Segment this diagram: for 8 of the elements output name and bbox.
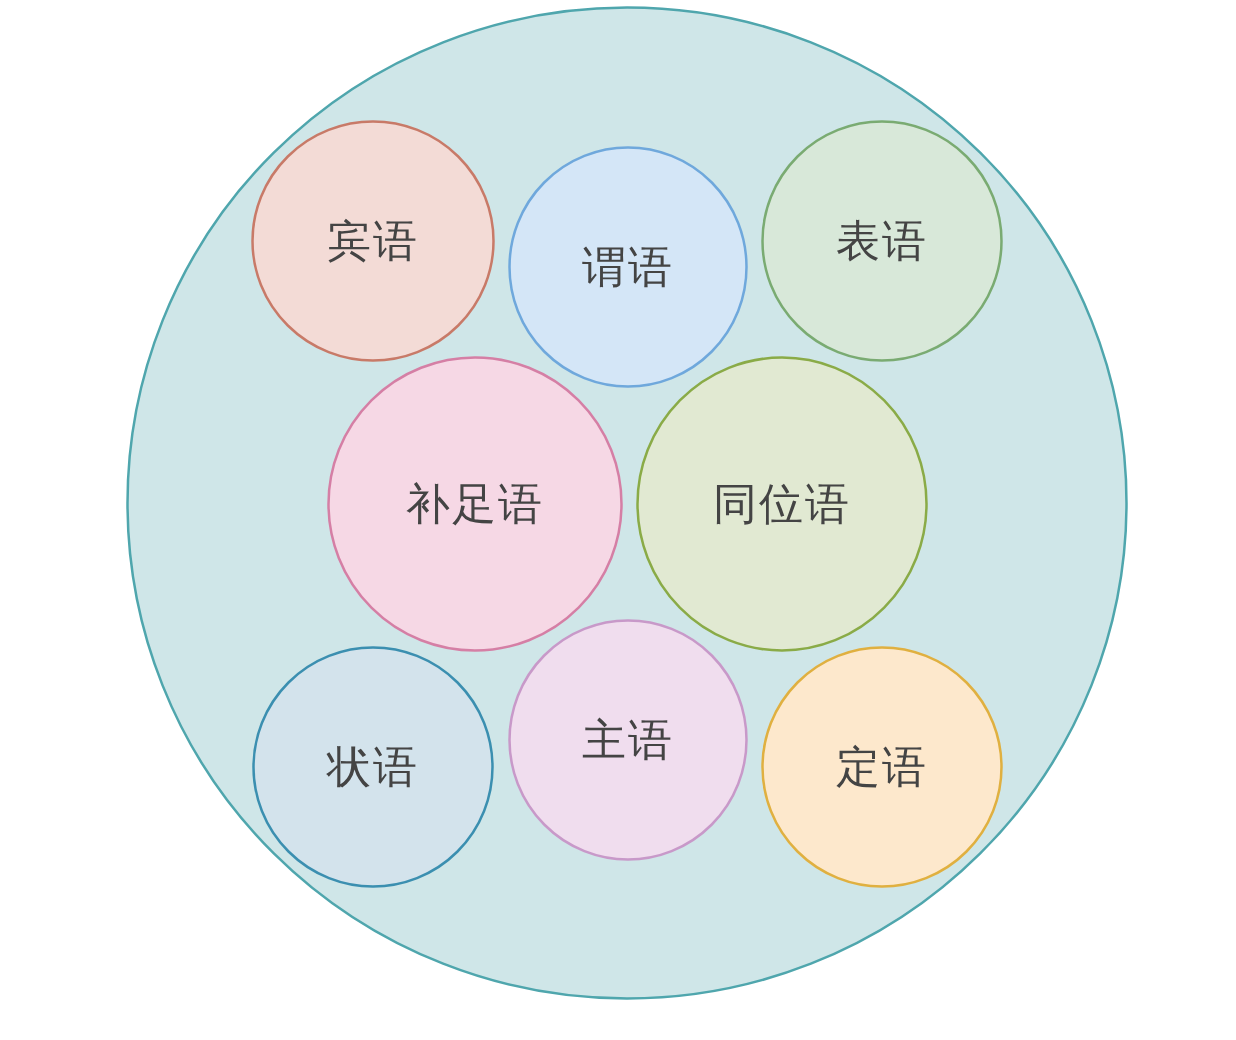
circle-label: 谓语 xyxy=(582,239,674,294)
circle-label: 表语 xyxy=(836,213,928,268)
circle-label: 宾语 xyxy=(327,213,419,268)
circle-label: 同位语 xyxy=(713,476,851,531)
circle-label: 状语 xyxy=(327,739,419,794)
circle-label: 主语 xyxy=(582,712,674,767)
circle-label: 定语 xyxy=(836,739,928,794)
circle-label: 补足语 xyxy=(406,476,544,531)
